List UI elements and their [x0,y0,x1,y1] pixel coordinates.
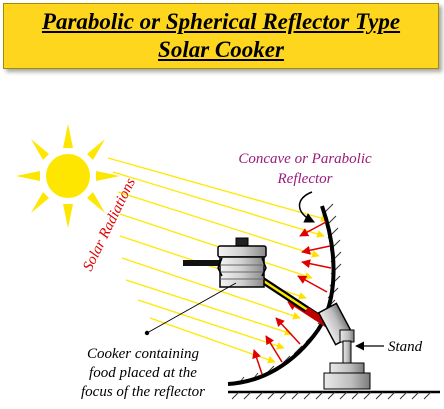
cooker-pointer-dot [144,330,150,336]
reflector-label-line-1: Concave or Parabolic [238,151,372,167]
reflector-pointer [298,191,315,223]
solar-radiations-label: Solar Radiations [80,176,139,274]
cooker-label-line-2: food placed at the [89,365,197,381]
reflected-rays [252,221,332,375]
title-line-1: Parabolic or Spherical Reflector Type [41,9,401,34]
cooker-label-line-3: focus of the reflector [81,384,205,400]
title-line-2: Solar Cooker [158,37,284,62]
parabolic-reflector [227,205,336,386]
ground-hatching [231,391,432,400]
cooker-pot-icon [183,237,267,288]
stand-icon [317,302,371,390]
title-banner: Parabolic or Spherical Reflector Type So… [3,3,439,69]
cooker-pointer [146,282,237,334]
cooker-label-line-1: Cooker containing [87,346,200,362]
reflector-label-line-2: Reflector [277,171,333,187]
sun-icon [16,124,120,228]
stand-label: Stand [388,339,423,355]
